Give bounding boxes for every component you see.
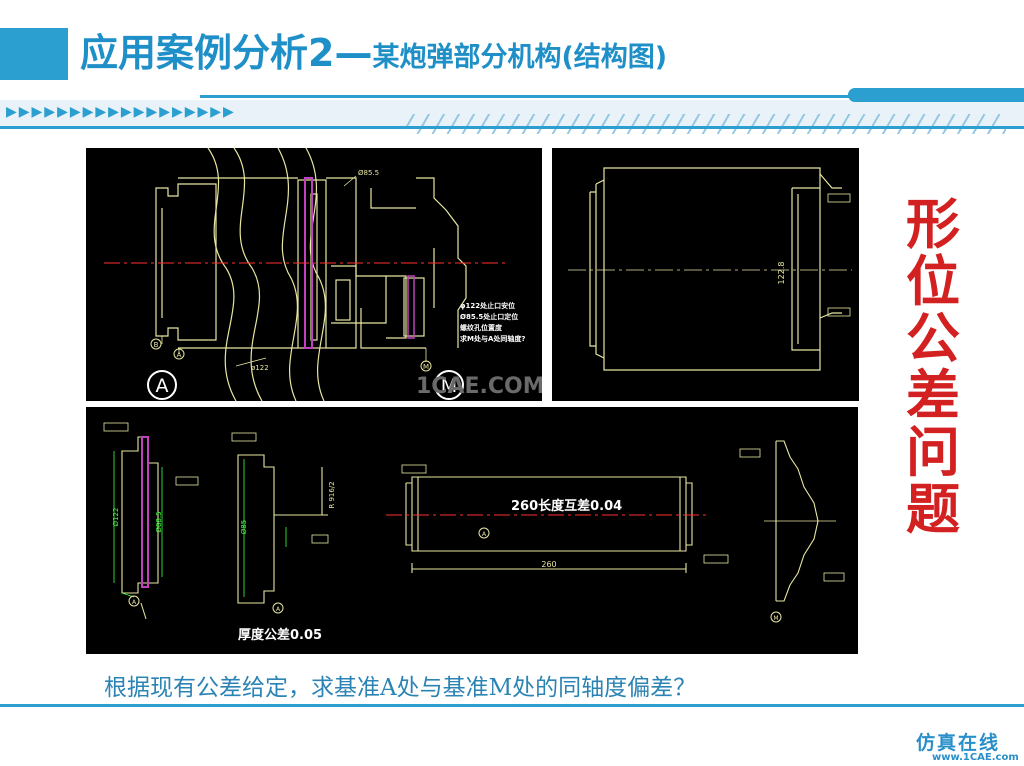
header-arrows-decoration: ▶▶▶▶▶▶▶▶▶▶▶▶▶▶▶▶▶▶	[6, 104, 236, 120]
footer-rule	[0, 704, 1024, 707]
side-title: 形 位 公 差 问 题	[898, 196, 968, 538]
part2-dim-r: R 916/2	[328, 481, 336, 508]
site-logo-url: www.1CAE.com	[932, 752, 1019, 763]
thickness-tolerance-label: 厚度公差0.05	[238, 627, 322, 643]
watermark: 1CAE.COM	[416, 374, 542, 399]
side-title-char: 题	[906, 477, 960, 541]
small-dia-label: ø122	[251, 364, 269, 372]
header-slash-decoration	[406, 114, 1006, 134]
part4-datum: M	[773, 615, 778, 622]
slide-title-sub: 某炮弹部分机构(结构图)	[372, 42, 668, 73]
note-line-1: φ122处止口安位	[460, 301, 515, 310]
part2-dim-c: Ø85	[240, 520, 248, 534]
question-text: 根据现有公差给定，求基准A处与基准M处的同轴度偏差？	[104, 675, 697, 701]
cylinder-drawing: 122.8	[568, 167, 852, 371]
datum-m-label: M	[423, 363, 429, 371]
datum-b-label: B	[154, 341, 159, 349]
side-title-char: 差	[906, 363, 960, 427]
part2-datum: A	[276, 606, 281, 613]
cad-panel-cylinder: 122.8	[552, 148, 859, 401]
part1-dim-a: Ø122	[112, 508, 120, 527]
parts-drawing: Ø122 Ø88.5 A Ø85 R 916/2 A 厚度公差0.05 A	[103, 422, 845, 643]
part1-dim-b: Ø88.5	[155, 511, 163, 532]
circle-m-label: M	[441, 375, 457, 397]
note-line-2: Ø85.5处止口定位	[460, 312, 518, 321]
length-tolerance-label: 260长度互差0.04	[511, 498, 622, 514]
cad-panel-assembly: B A M Ø85.5 ø122 φ122处止口安位 Ø85.5处止口定位 螺纹…	[86, 148, 542, 401]
header-rule	[200, 95, 850, 98]
site-logo-text: 仿真在线	[916, 732, 1001, 754]
part3-datum: A	[482, 531, 487, 538]
slide-title-main: 应用案例分析2—	[80, 31, 373, 75]
cylinder-dim-label: 122.8	[777, 262, 786, 285]
side-title-char: 位	[906, 249, 960, 313]
side-title-char: 形	[906, 192, 960, 256]
side-title-char: 问	[906, 420, 960, 484]
dim-260-label: 260	[541, 560, 556, 569]
side-title-char: 公	[906, 306, 960, 370]
note-line-4: 求M处与A处同轴度?	[460, 334, 525, 343]
header-pill	[848, 88, 1024, 102]
circle-a-label: A	[156, 375, 169, 397]
header-band-rule	[0, 126, 1024, 129]
dia-label: Ø85.5	[358, 169, 379, 177]
assembly-drawing: B A M Ø85.5 ø122 φ122处止口安位 Ø85.5处止口定位 螺纹…	[104, 148, 542, 401]
slide-title: 应用案例分析2—某炮弹部分机构(结构图)	[80, 34, 667, 72]
header-accent-block	[0, 28, 68, 80]
datum-a-label: A	[177, 351, 182, 359]
note-line-3: 螺纹孔位置度	[460, 323, 503, 332]
part1-datum: A	[132, 599, 137, 606]
cad-panel-parts: Ø122 Ø88.5 A Ø85 R 916/2 A 厚度公差0.05 A	[86, 407, 858, 654]
